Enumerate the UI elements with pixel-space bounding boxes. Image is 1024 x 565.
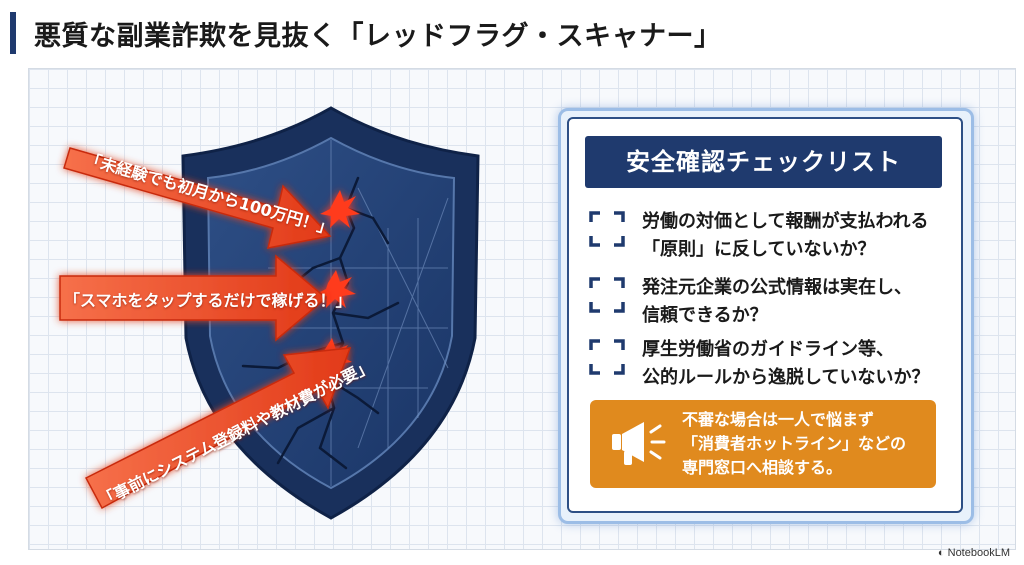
page-title: 悪質な副業詐欺を見抜く「レッドフラグ・スキャナー」 [34,21,722,52]
checklist-item: 労働の対価として報酬が支払われる 「原則」に反していないか？ [588,208,948,268]
megaphone-icon [612,422,666,465]
checklist-item-line1: 労働の対価として報酬が支払われる [642,211,929,232]
checklist-item-line2: 信頼できるか？ [642,305,768,326]
checklist-item-line1: 厚生労働省のガイドライン等、 [642,339,894,360]
alert-line2: 「消費者ホットライン」などの [682,434,907,453]
consult-alert-box: 不審な場合は一人で悩まず 「消費者ホットライン」などの 専門窓口へ相談する。 [590,400,936,488]
brand-label: NotebookLM [947,547,1010,559]
checkbox-icon[interactable] [588,210,626,248]
checklist-item-line2: 公的ルールから逸脱していないか？ [642,367,930,388]
checklist-item-line1: 発注元企業の公式情報は実在し、 [642,277,912,298]
notebooklm-logo-icon: ◐ [937,547,945,559]
alert-line3: 専門窓口へ相談する。 [682,458,843,477]
brand-watermark: ◐ NotebookLM [938,547,1010,559]
checklist-item-line2: 「原則」に反していないか？ [642,239,876,260]
checkbox-icon[interactable] [588,338,626,376]
checklist-item: 厚生労働省のガイドライン等、 公的ルールから逸脱していないか？ [588,336,948,396]
arrow-2 [59,254,328,342]
title-accent-bar [10,12,16,54]
checklist-item: 発注元企業の公式情報は実在し、 信頼できるか？ [588,274,948,334]
alert-line1: 不審な場合は一人で悩まず [682,410,875,429]
shield-illustration [59,106,480,520]
checkbox-icon[interactable] [588,276,626,314]
checklist-heading: 安全確認チェックリスト [585,136,942,188]
arrow-1 [63,147,332,249]
arrow-label-2: 「スマホをタップするだけで稼げる！」 [64,291,352,310]
arrow-3 [84,347,352,510]
